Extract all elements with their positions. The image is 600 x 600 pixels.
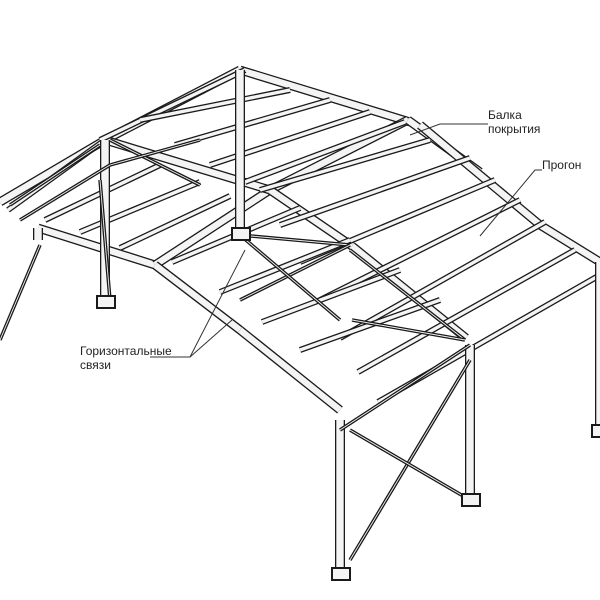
- roof-beam-label: Балка покрытия: [488, 108, 540, 136]
- purlin-10: [279, 155, 471, 228]
- base-plate-3: [461, 493, 481, 507]
- base-plate-1: [231, 227, 251, 241]
- horizontal-bracing-label-line2: связи: [80, 358, 111, 372]
- roof-beam-label-line1: Балка: [488, 108, 522, 122]
- purlin-17: [218, 237, 352, 295]
- purlin-9: [259, 137, 431, 193]
- roof-beam-label-line2: покрытия: [488, 122, 541, 136]
- brace-8: [351, 318, 466, 342]
- brace-6: [238, 233, 342, 322]
- brace-5: [239, 243, 351, 302]
- leader-line-1: [479, 169, 542, 237]
- brace-11: [348, 359, 472, 561]
- brace-4: [239, 233, 351, 247]
- base-plate-0: [96, 295, 116, 309]
- purlin-12: [318, 197, 522, 303]
- purlin-14: [356, 247, 577, 375]
- brace-12: [349, 428, 471, 502]
- roof-beam-front-1: [237, 326, 343, 414]
- leader-line-0: [409, 123, 488, 136]
- purlin-4: [98, 67, 247, 143]
- brace-9: [0, 244, 42, 341]
- roof-beam-front-0: [152, 261, 243, 334]
- purlin-3: [118, 193, 232, 251]
- leader-lines: [150, 123, 542, 358]
- roof-beam-mid-1: [152, 186, 273, 269]
- brace-0: [9, 143, 101, 207]
- purlin-5: [139, 87, 291, 123]
- purlin-2: [78, 179, 202, 235]
- brace-7: [348, 248, 467, 342]
- horizontal-bracing-label-line1: Горизонтальные: [80, 344, 172, 358]
- purlin-13: [338, 219, 547, 341]
- roof-beam-mid-0: [36, 223, 157, 270]
- purlin-18: [260, 267, 402, 325]
- base-plates: [96, 227, 600, 581]
- brace-3: [109, 138, 201, 167]
- brace-2: [109, 138, 201, 187]
- base-plate-4: [591, 424, 600, 438]
- purlin-8: [243, 119, 407, 185]
- frame-members: [0, 65, 600, 580]
- leader-line-2: [150, 249, 246, 358]
- base-plate-2: [331, 567, 351, 581]
- brace-13: [98, 179, 112, 301]
- roof-beam-right-0: [417, 121, 543, 229]
- purlin-label-text: Прогон: [542, 158, 582, 172]
- leader-line-3: [189, 319, 233, 358]
- brace-10: [339, 343, 471, 432]
- roof-beam-ridgeA-1: [267, 186, 355, 250]
- purlin-19: [298, 297, 442, 353]
- purlin-7: [209, 109, 371, 168]
- brace-1: [19, 163, 111, 222]
- roof-beam-back-2: [238, 65, 412, 127]
- purlin-6: [174, 97, 331, 148]
- horizontal-bracing-label: Горизонтальные связи: [80, 344, 172, 372]
- roof-beam-right-1: [537, 221, 600, 266]
- purlin-label: Прогон: [542, 158, 581, 172]
